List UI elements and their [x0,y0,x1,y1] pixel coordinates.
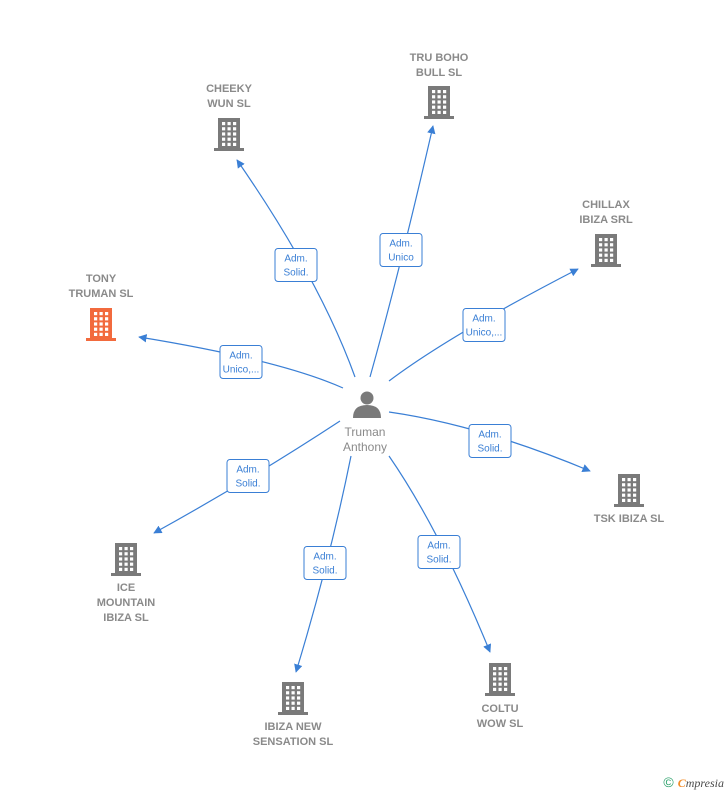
role-text: Unico,... [223,365,260,376]
company-label[interactable]: COLTU [481,703,518,715]
company-node-chillax-ibiza[interactable]: CHILLAX IBIZA SRL [579,199,633,267]
company-label[interactable]: TRUMAN SL [69,288,134,300]
company-label[interactable]: TONY [86,273,117,285]
role-text: Solid. [312,566,337,577]
role-badge-coltu-wow[interactable]: Adm. Solid. [417,535,461,569]
company-label[interactable]: ICE [117,582,135,594]
building-icon[interactable] [214,118,244,151]
role-badge-tru-boho-bull[interactable]: Adm. Unico [379,233,423,267]
company-label[interactable]: IBIZA SL [103,612,149,624]
role-text: Solid. [283,268,308,279]
building-icon[interactable] [111,543,141,576]
role-text: Solid. [477,444,502,455]
company-label[interactable]: IBIZA SRL [579,214,633,226]
company-label[interactable]: TRU BOHO [410,52,469,64]
brand-first-letter: C [677,776,686,790]
brand-name: mpresia [685,776,724,790]
company-label[interactable]: IBIZA NEW [264,721,322,733]
building-icon[interactable] [278,682,308,715]
edges-layer: Adm.Unico,...Adm.Solid.Adm.UnicoAdm.Unic… [138,125,591,673]
company-node-cheeky-wun[interactable]: CHEEKY WUN SL [206,83,253,151]
company-node-ibiza-new-sensation[interactable]: IBIZA NEW SENSATION SL [253,682,334,748]
footer-brand: ©Cmpresia [663,774,724,791]
company-label[interactable]: MOUNTAIN [97,597,156,609]
role-badge-ibiza-new-sensation[interactable]: Adm. Solid. [303,546,347,580]
company-label[interactable]: WUN SL [207,98,251,110]
role-text: Solid. [426,555,451,566]
company-label[interactable]: CHEEKY [206,83,253,95]
role-text: Adm. [284,254,307,265]
building-icon[interactable] [591,234,621,267]
company-label[interactable]: WOW SL [477,718,524,730]
role-text: Unico,... [466,328,503,339]
building-icon[interactable] [614,474,644,507]
company-node-tsk-ibiza[interactable]: TSK IBIZA SL [594,474,665,525]
role-text: Adm. [236,465,259,476]
copyright-symbol: © [663,774,674,790]
role-badge-cheeky-wun[interactable]: Adm. Solid. [274,248,318,282]
role-text: Adm. [472,314,495,325]
building-icon[interactable] [86,308,116,341]
company-label[interactable]: BULL SL [416,67,463,79]
role-badge-chillax-ibiza[interactable]: Adm. Unico,... [462,308,506,342]
building-icon[interactable] [424,86,454,119]
company-label[interactable]: TSK IBIZA SL [594,513,665,525]
role-text: Adm. [313,552,336,563]
person-name: Truman [345,425,386,439]
role-badge-ice-mountain-ibiza[interactable]: Adm. Solid. [226,459,270,493]
role-badge-tsk-ibiza[interactable]: Adm. Solid. [468,424,512,458]
company-node-ice-mountain-ibiza[interactable]: ICE MOUNTAIN IBIZA SL [97,543,156,624]
role-text: Adm. [478,430,501,441]
role-text: Adm. [389,239,412,250]
role-text: Unico [388,253,414,264]
company-node-coltu-wow[interactable]: COLTU WOW SL [477,663,524,730]
company-label[interactable]: CHILLAX [582,199,630,211]
person-name: Anthony [343,440,387,454]
building-icon[interactable] [485,663,515,696]
company-label[interactable]: SENSATION SL [253,736,334,748]
company-node-tony-truman[interactable]: TONY TRUMAN SL [69,273,134,341]
role-text: Adm. [229,351,252,362]
role-text: Adm. [427,541,450,552]
role-text: Solid. [235,479,260,490]
company-node-tru-boho-bull[interactable]: TRU BOHO BULL SL [410,52,469,119]
person-icon[interactable] [353,391,381,419]
role-badge-tony-truman[interactable]: Adm. Unico,... [219,345,263,379]
nodes-layer: TONY TRUMAN SL CHEEKY WUN SL TRU BOHO BULL SL… [69,52,665,748]
